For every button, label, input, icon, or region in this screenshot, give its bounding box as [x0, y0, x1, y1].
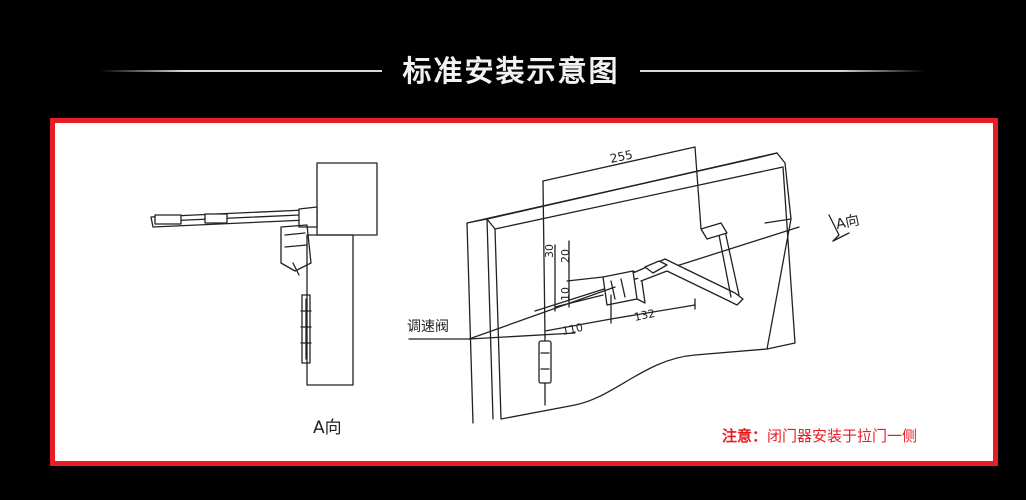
hinge: [301, 294, 311, 364]
title-divider-left: [100, 70, 382, 72]
dim-label-30: 30: [543, 244, 556, 258]
valve-label: 调速阀: [407, 319, 449, 335]
frame-bracket: [700, 222, 728, 240]
dim-label-132: 132: [633, 307, 656, 324]
dim-label-10: 10: [559, 287, 572, 301]
installation-diagram: A向 255 30 20 10 110 132 调速阀 A向: [150, 146, 861, 438]
dim-label-20: 20: [559, 249, 572, 263]
closer-body: [280, 224, 312, 272]
side-view-drawing: [150, 162, 378, 386]
closer-housing: [602, 270, 638, 306]
dim-label-255: 255: [609, 147, 634, 165]
title-divider-right: [640, 70, 925, 72]
perspective-drawing: [408, 146, 850, 424]
diagram-panel: A向 255 30 20 10 110 132 调速阀 A向: [50, 118, 998, 466]
note-lead: 注意：: [722, 427, 768, 445]
header: 标准安装示意图: [0, 40, 1026, 100]
note-text: 闭门器安装于拉门一侧: [767, 427, 918, 445]
dimension-line-255: [542, 146, 696, 182]
hinge-cylinder: [538, 340, 552, 384]
main-arm: [632, 258, 744, 306]
door-panel: [494, 218, 792, 420]
view-label-left: A向: [313, 418, 342, 438]
page-title: 标准安装示意图: [402, 54, 620, 88]
door-leaf: [306, 234, 354, 386]
dim-label-110: 110: [561, 321, 584, 338]
door-frame-header: [316, 162, 378, 236]
direction-label: A向: [835, 212, 861, 233]
installation-note: 注意：闭门器安装于拉门一侧: [722, 425, 917, 446]
